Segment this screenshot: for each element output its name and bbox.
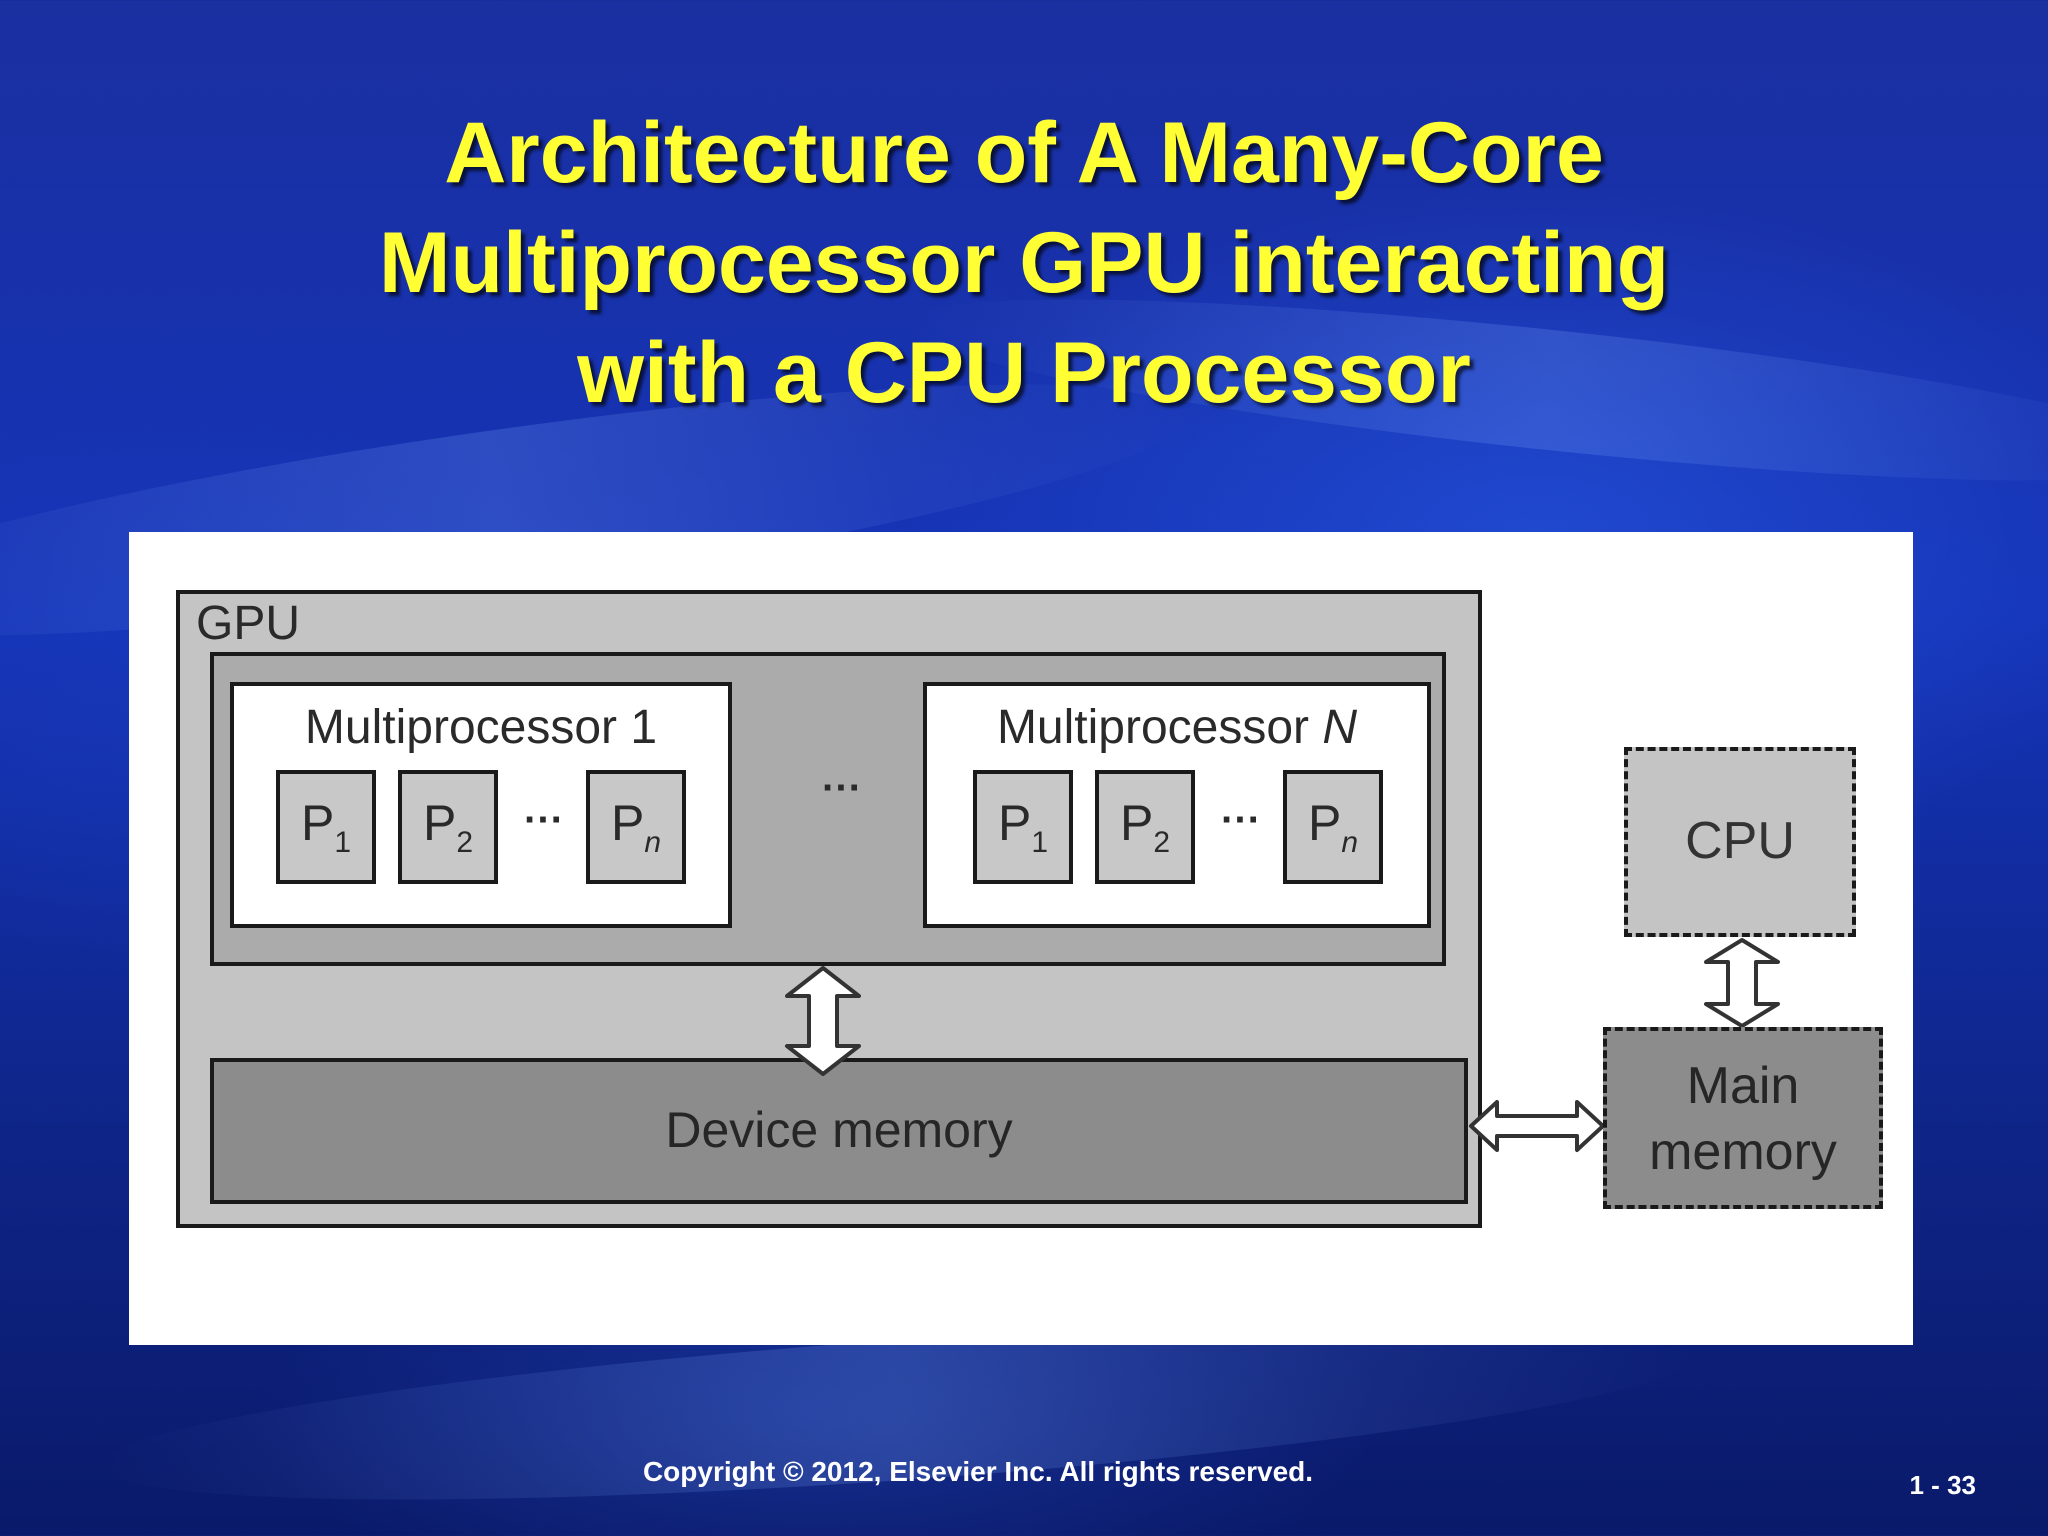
multiprocessor-n-title: Multiprocessor N bbox=[927, 700, 1427, 755]
slide-number: 1 - 33 bbox=[1909, 1470, 1977, 1500]
processor-p2: P2 bbox=[1095, 770, 1195, 884]
title-line-2: Multiprocessor GPU interacting bbox=[378, 215, 1670, 311]
title-line-3: with a CPU Processor bbox=[577, 325, 1471, 421]
multiprocessor-title-text: Multiprocessor bbox=[996, 701, 1323, 754]
multiprocessor-index: 1 bbox=[630, 701, 658, 754]
main-memory-box: Main memory bbox=[1603, 1027, 1883, 1209]
cpu-box: CPU bbox=[1624, 747, 1856, 937]
diagram-panel: GPU Multiprocessor 1 P1 P2 ··· Pn ··· Mu… bbox=[129, 532, 1913, 1345]
main-memory-line-1: Main bbox=[1686, 1057, 1800, 1115]
cpu-main-memory-arrow bbox=[1704, 938, 1780, 1028]
processor-p1: P1 bbox=[276, 770, 376, 884]
device-memory-box: Device memory bbox=[210, 1058, 1468, 1204]
processor-ellipsis: ··· bbox=[524, 798, 564, 842]
title-line-1: Architecture of A Many-Core bbox=[444, 105, 1604, 201]
gpu-box: GPU Multiprocessor 1 P1 P2 ··· Pn ··· Mu… bbox=[176, 590, 1482, 1228]
multiprocessor-title-text: Multiprocessor bbox=[304, 701, 631, 754]
processor-ellipsis: ··· bbox=[1221, 798, 1261, 842]
device-main-memory-arrow bbox=[1469, 1100, 1605, 1152]
multiprocessor-n: Multiprocessor N P1 P2 ··· Pn bbox=[923, 682, 1431, 928]
multiprocessor-index: N bbox=[1322, 701, 1358, 754]
gpu-memory-arrow bbox=[785, 966, 861, 1076]
multiprocessor-1: Multiprocessor 1 P1 P2 ··· Pn bbox=[230, 682, 732, 928]
multiprocessor-group: Multiprocessor 1 P1 P2 ··· Pn ··· Multip… bbox=[210, 652, 1446, 966]
multiprocessor-ellipsis: ··· bbox=[822, 766, 862, 810]
processor-p1: P1 bbox=[973, 770, 1073, 884]
processor-p2: P2 bbox=[398, 770, 498, 884]
processor-pn: Pn bbox=[1283, 770, 1383, 884]
main-memory-line-2: memory bbox=[1649, 1123, 1837, 1181]
slide-title: Architecture of A Many-Core Multiprocess… bbox=[0, 98, 2048, 428]
copyright-text: Copyright © 2012, Elsevier Inc. All righ… bbox=[642, 1456, 1314, 1487]
processor-pn: Pn bbox=[586, 770, 686, 884]
gpu-label: GPU bbox=[196, 597, 301, 650]
multiprocessor-1-title: Multiprocessor 1 bbox=[234, 700, 728, 755]
